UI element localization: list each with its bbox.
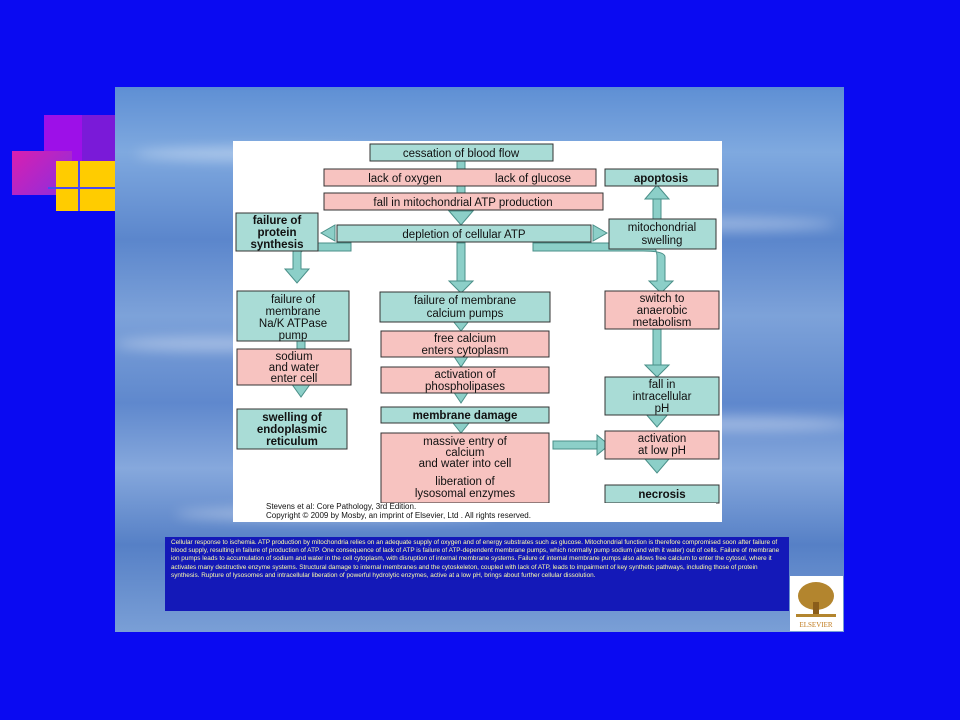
node-sodium-line1: sodium — [275, 351, 312, 363]
tree-icon: ELSEVIER — [790, 576, 843, 631]
node-ph-line1: fall in — [649, 379, 676, 391]
node-fall-atp: fall in mitochondrial ATP production — [373, 197, 552, 209]
node-nak-line4: pump — [279, 330, 308, 342]
node-ph-line3: pH — [655, 403, 670, 415]
node-er-line1: swelling of — [262, 412, 322, 424]
node-sodium-line2: and water — [269, 362, 320, 374]
node-free-calcium-line2: enters cytoplasm — [422, 345, 509, 357]
figure-credit: Stevens et al: Core Pathology, 3rd Editi… — [236, 502, 716, 521]
node-lack-oxygen: lack of oxygen — [368, 173, 442, 185]
node-lack-glucose: lack of glucose — [495, 173, 571, 185]
node-anaerobic-line1: switch to — [640, 293, 685, 305]
node-liberation-line1: liberation of — [435, 476, 495, 488]
figure-caption: Cellular response to ischemia. ATP produ… — [165, 537, 789, 611]
node-nak-line3: Na/K ATPase — [259, 318, 327, 330]
node-failure-protein-line1: failure of — [253, 215, 302, 227]
logo-text: ELSEVIER — [799, 621, 832, 629]
node-low-ph-line2: at low pH — [638, 445, 686, 457]
node-ca-pump-line1: failure of membrane — [414, 295, 516, 307]
node-ca-pump-line2: calcium pumps — [427, 308, 504, 320]
node-free-calcium-line1: free calcium — [434, 333, 496, 345]
node-massive-line2: calcium — [446, 447, 485, 459]
node-nak-line2: membrane — [266, 306, 321, 318]
node-nak-line1: failure of — [271, 294, 316, 306]
diagram-svg: cessation of blood flow lack of oxygen l… — [235, 143, 720, 504]
credit-line-1: Stevens et al: Core Pathology, 3rd Editi… — [266, 502, 417, 511]
node-massive-line1: massive entry of — [423, 436, 508, 448]
node-cessation: cessation of blood flow — [403, 148, 520, 160]
elsevier-tree-logo: ELSEVIER — [790, 576, 843, 631]
node-phospholipases-line1: activation of — [434, 369, 496, 381]
ischemia-flow-diagram: cessation of blood flow lack of oxygen l… — [233, 141, 722, 522]
node-mito-swelling-line2: swelling — [642, 235, 683, 247]
node-membrane-damage: membrane damage — [413, 410, 518, 422]
node-liberation-line2: lysosomal enzymes — [415, 488, 516, 500]
node-er-line3: reticulum — [266, 436, 318, 448]
node-failure-protein-line2: protein — [258, 227, 297, 239]
node-anaerobic-line3: metabolism — [633, 317, 692, 329]
node-mito-swelling-line1: mitochondrial — [628, 222, 696, 234]
node-failure-protein-line3: synthesis — [250, 239, 303, 251]
node-low-ph-line1: activation — [638, 433, 687, 445]
credit-line-2: Copyright © 2009 by Mosby, an imprint of… — [266, 510, 531, 520]
node-massive-line3: and water into cell — [419, 458, 512, 470]
node-sodium-line3: enter cell — [271, 373, 318, 385]
node-er-line2: endoplasmic — [257, 424, 328, 436]
node-ph-line2: intracellular — [633, 391, 692, 403]
overlapping-squares-icon — [12, 115, 116, 211]
node-apoptosis: apoptosis — [634, 173, 688, 185]
node-depletion: depletion of cellular ATP — [402, 229, 525, 241]
node-phospholipases-line2: phospholipases — [425, 381, 505, 393]
node-anaerobic-line2: anaerobic — [637, 305, 688, 317]
node-necrosis: necrosis — [638, 489, 685, 501]
